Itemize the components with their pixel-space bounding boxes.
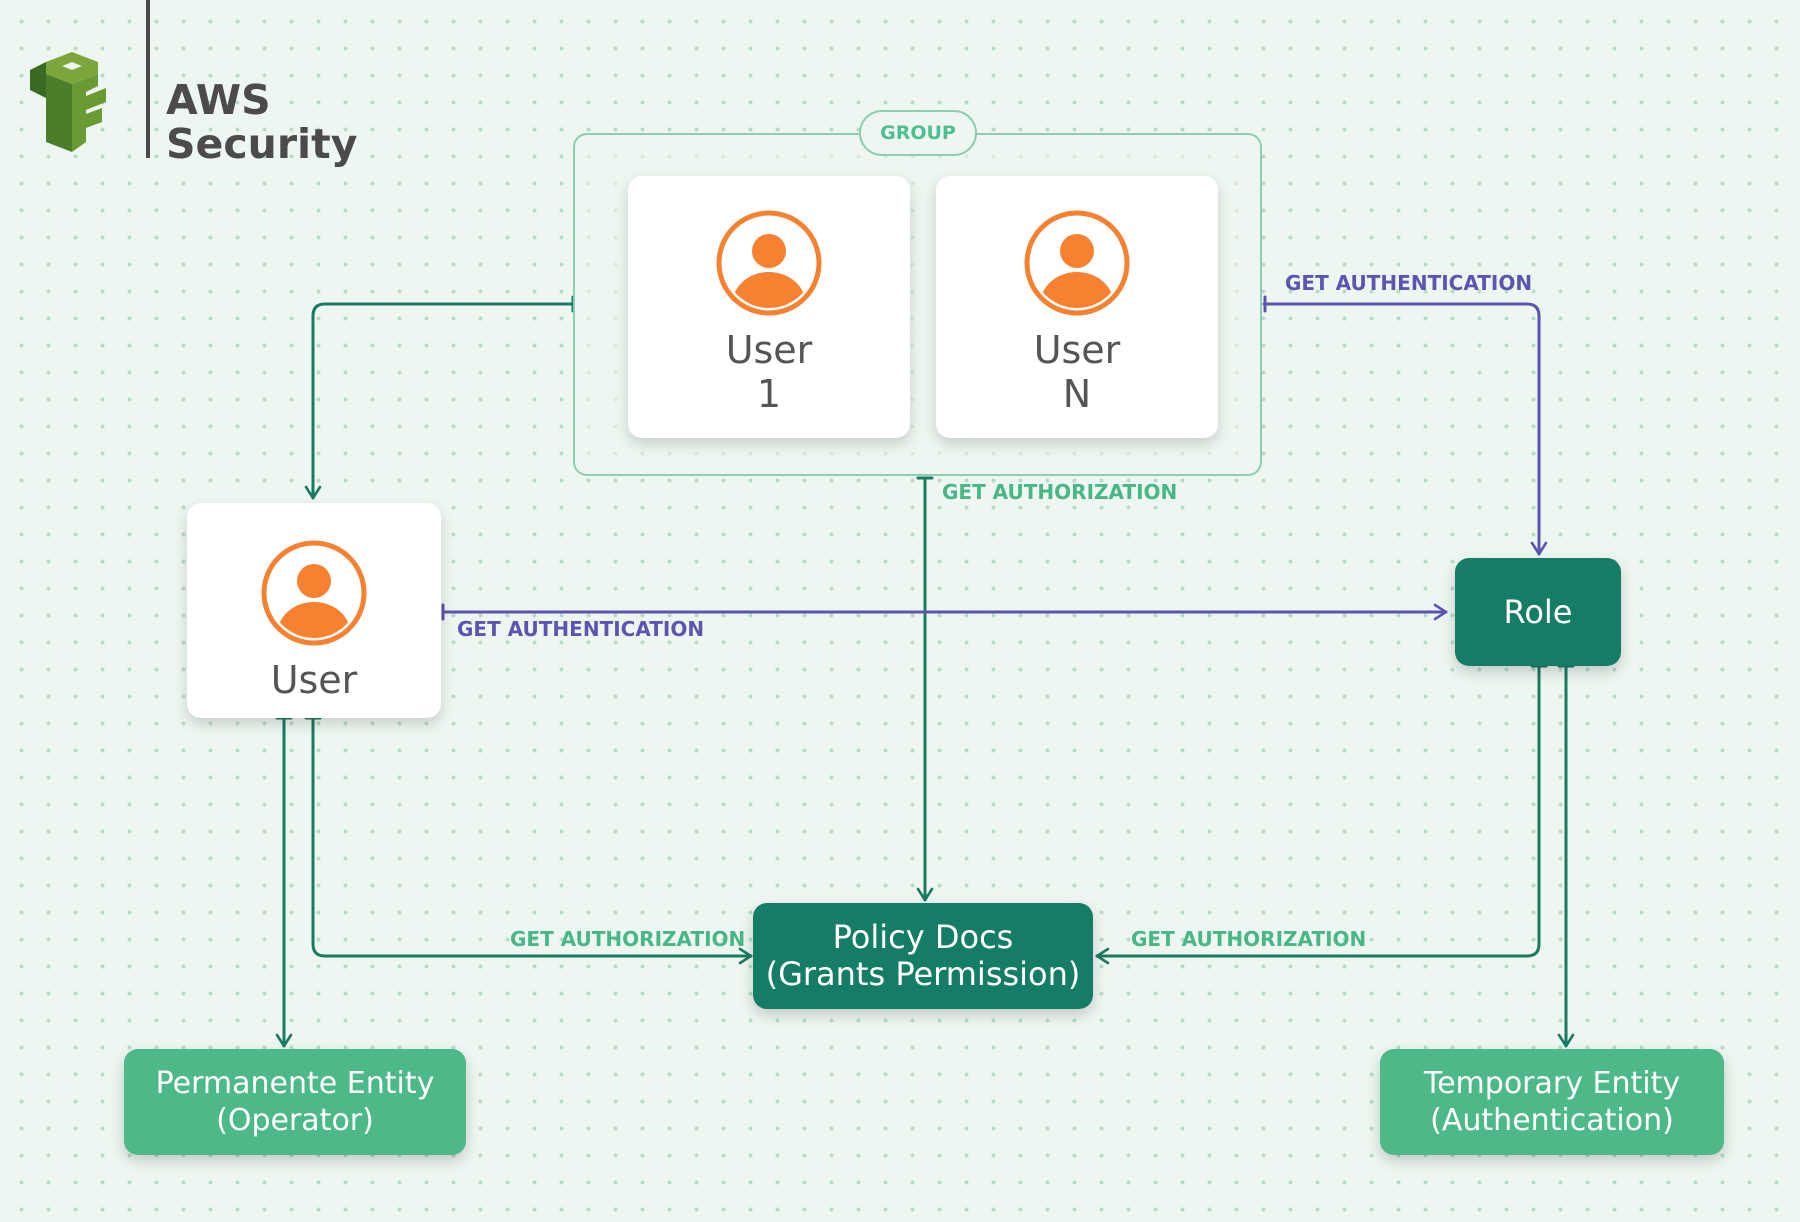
user-card[interactable]: User — [187, 503, 441, 718]
permanent-entity-title: Permanente Entity — [155, 1066, 435, 1101]
user-avatar-icon — [261, 540, 367, 646]
role-node[interactable]: Role — [1455, 558, 1621, 666]
user-avatar-icon — [716, 210, 822, 316]
brand-title-line1: AWS — [166, 76, 271, 124]
group-user-card-1-name: User 1 — [628, 328, 910, 416]
edge-label-group-to-policy: GET AUTHORIZATION — [942, 480, 1178, 504]
connector-user-to-policy — [311, 716, 753, 965]
user-avatar-icon — [1024, 210, 1130, 316]
group-user-card-n-name: User N — [936, 328, 1218, 416]
policy-docs-subtitle: (Grants Permission) — [765, 955, 1081, 993]
group-label: GROUP — [859, 110, 977, 156]
policy-docs-node[interactable]: Policy Docs (Grants Permission) — [753, 903, 1093, 1009]
temporary-entity-subtitle: (Authentication) — [1430, 1103, 1674, 1138]
aws-key-icon — [30, 48, 114, 158]
edge-label-user-to-policy: GET AUTHORIZATION — [510, 927, 746, 951]
role-label: Role — [1503, 593, 1573, 631]
brand-title: AWS Security — [166, 78, 357, 166]
user-card-label: User — [270, 658, 358, 702]
temporary-entity-node[interactable]: Temporary Entity (Authentication) — [1380, 1049, 1724, 1155]
brand-divider — [146, 0, 150, 158]
group-user-card-n-line2: N — [1062, 372, 1092, 416]
temporary-entity-title: Temporary Entity — [1423, 1066, 1681, 1101]
group-user-card-1-line1: User — [725, 328, 813, 372]
group-user-card-1-line2: 1 — [756, 372, 782, 416]
group-user-card-1[interactable]: User 1 — [628, 176, 910, 438]
group-user-card-n-line1: User — [1033, 328, 1121, 372]
permanent-entity-subtitle: (Operator) — [216, 1103, 374, 1138]
connector-role-to-policy — [1095, 664, 1541, 965]
edge-label-user-to-role: GET AUTHENTICATION — [457, 617, 705, 641]
policy-docs-title: Policy Docs — [832, 918, 1014, 956]
connector-group-to-role — [1262, 302, 1548, 556]
edge-label-role-to-policy: GET AUTHORIZATION — [1131, 927, 1367, 951]
permanent-entity-node[interactable]: Permanente Entity (Operator) — [124, 1049, 466, 1155]
brand-title-line2: Security — [166, 120, 358, 168]
connector-group-to-user — [304, 302, 575, 500]
group-user-card-n[interactable]: User N — [936, 176, 1218, 438]
edge-label-group-to-role: GET AUTHENTICATION — [1285, 271, 1533, 295]
